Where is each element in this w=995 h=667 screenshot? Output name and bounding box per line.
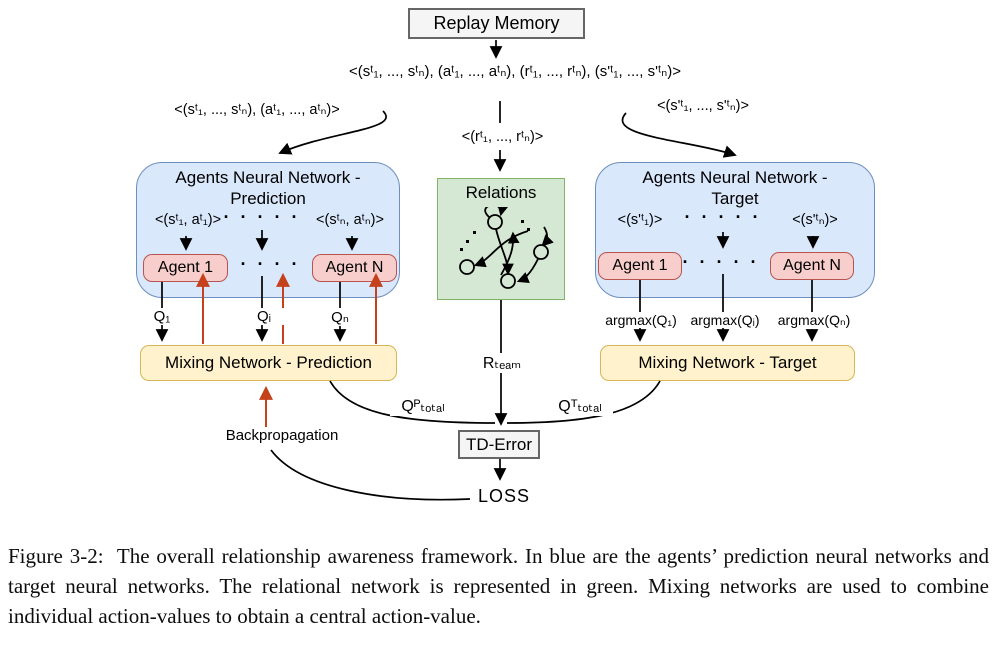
target-dots-middle: · · · · · — [682, 252, 760, 272]
relations-title: Relations — [465, 183, 537, 202]
target-agent-1-label: Agent 1 — [612, 257, 668, 274]
mixing-network-prediction-box: Mixing Network - Prediction — [140, 345, 397, 381]
q-total-prediction-label: Qᴾₜₒₜₐₗ — [390, 396, 456, 416]
figure-caption-text: The overall relationship awareness frame… — [8, 544, 989, 628]
prediction-network-title-line1: Agents Neural Network - — [175, 168, 361, 187]
target-agent-1-box: Agent 1 — [598, 252, 682, 280]
target-input-first-label: <(s'ᵗ₁)> — [617, 212, 663, 228]
q-total-target-label: Qᵀₜₒₜₐₗ — [547, 396, 613, 416]
prediction-agent-n-label: Agent N — [325, 259, 384, 276]
replay-memory-box: Replay Memory — [408, 8, 585, 39]
prediction-agent-n-box: Agent N — [312, 254, 397, 282]
mixing-network-target-label: Mixing Network - Target — [638, 353, 817, 372]
transition-tuple-label: <(sᵗ₁, ..., sᵗₙ), (aᵗ₁, ..., aᵗₙ), (rᵗ₁,… — [348, 63, 682, 80]
prediction-network-title-line2: Prediction — [230, 189, 306, 208]
prediction-agent-1-box: Agent 1 — [143, 254, 228, 282]
next-state-branch-label: <(s'ᵗ₁, ..., s'ᵗₙ)> — [657, 98, 749, 114]
target-agent-n-box: Agent N — [770, 252, 854, 280]
state-action-branch-label: <(sᵗ₁, ..., sᵗₙ), (aᵗ₁, ..., aᵗₙ)> — [174, 102, 340, 118]
reward-branch-label: <(rᵗ₁, ..., rᵗₙ)> — [461, 129, 544, 145]
target-network-title-line1: Agents Neural Network - — [642, 168, 828, 187]
td-error-box: TD-Error — [458, 430, 540, 459]
argmax-qi-label: argmax(Qᵢ) — [684, 312, 766, 328]
qi-label: Qᵢ — [242, 308, 286, 325]
td-error-label: TD-Error — [465, 434, 533, 454]
prediction-dots-top: · · · · · — [223, 207, 301, 227]
replay-memory-label: Replay Memory — [433, 13, 560, 33]
figure-caption: Figure 3-2: The overall relationship awa… — [8, 541, 989, 631]
argmax-q1-label: argmax(Q₁) — [594, 312, 688, 328]
argmax-qn-label: argmax(Qₙ) — [768, 312, 860, 329]
prediction-dots-middle: · · · · · — [223, 254, 301, 274]
target-input-last-label: <(s'ᵗₙ)> — [792, 212, 838, 228]
mixing-network-target-box: Mixing Network - Target — [600, 345, 855, 381]
target-dots-top: · · · · · — [684, 207, 762, 227]
qn-label: Qₙ — [318, 308, 362, 326]
q1-label: Q₁ — [140, 308, 184, 325]
prediction-agent-1-label: Agent 1 — [157, 259, 214, 276]
prediction-input-first-label: <(sᵗ₁, aᵗ₁)> — [154, 212, 222, 228]
relations-graph-icon — [459, 207, 554, 289]
loss-label: LOSS — [477, 486, 531, 506]
figure-caption-number: Figure 3-2: — [8, 544, 104, 568]
target-network-title-line2: Target — [711, 189, 759, 208]
prediction-input-last-label: <(sᵗₙ, aᵗₙ)> — [316, 212, 384, 228]
mixing-network-prediction-label: Mixing Network - Prediction — [165, 353, 372, 372]
r-team-label: Rₜₑₐₘ — [472, 353, 532, 373]
target-agent-n-label: Agent N — [783, 257, 841, 274]
backpropagation-label: Backpropagation — [225, 427, 339, 444]
